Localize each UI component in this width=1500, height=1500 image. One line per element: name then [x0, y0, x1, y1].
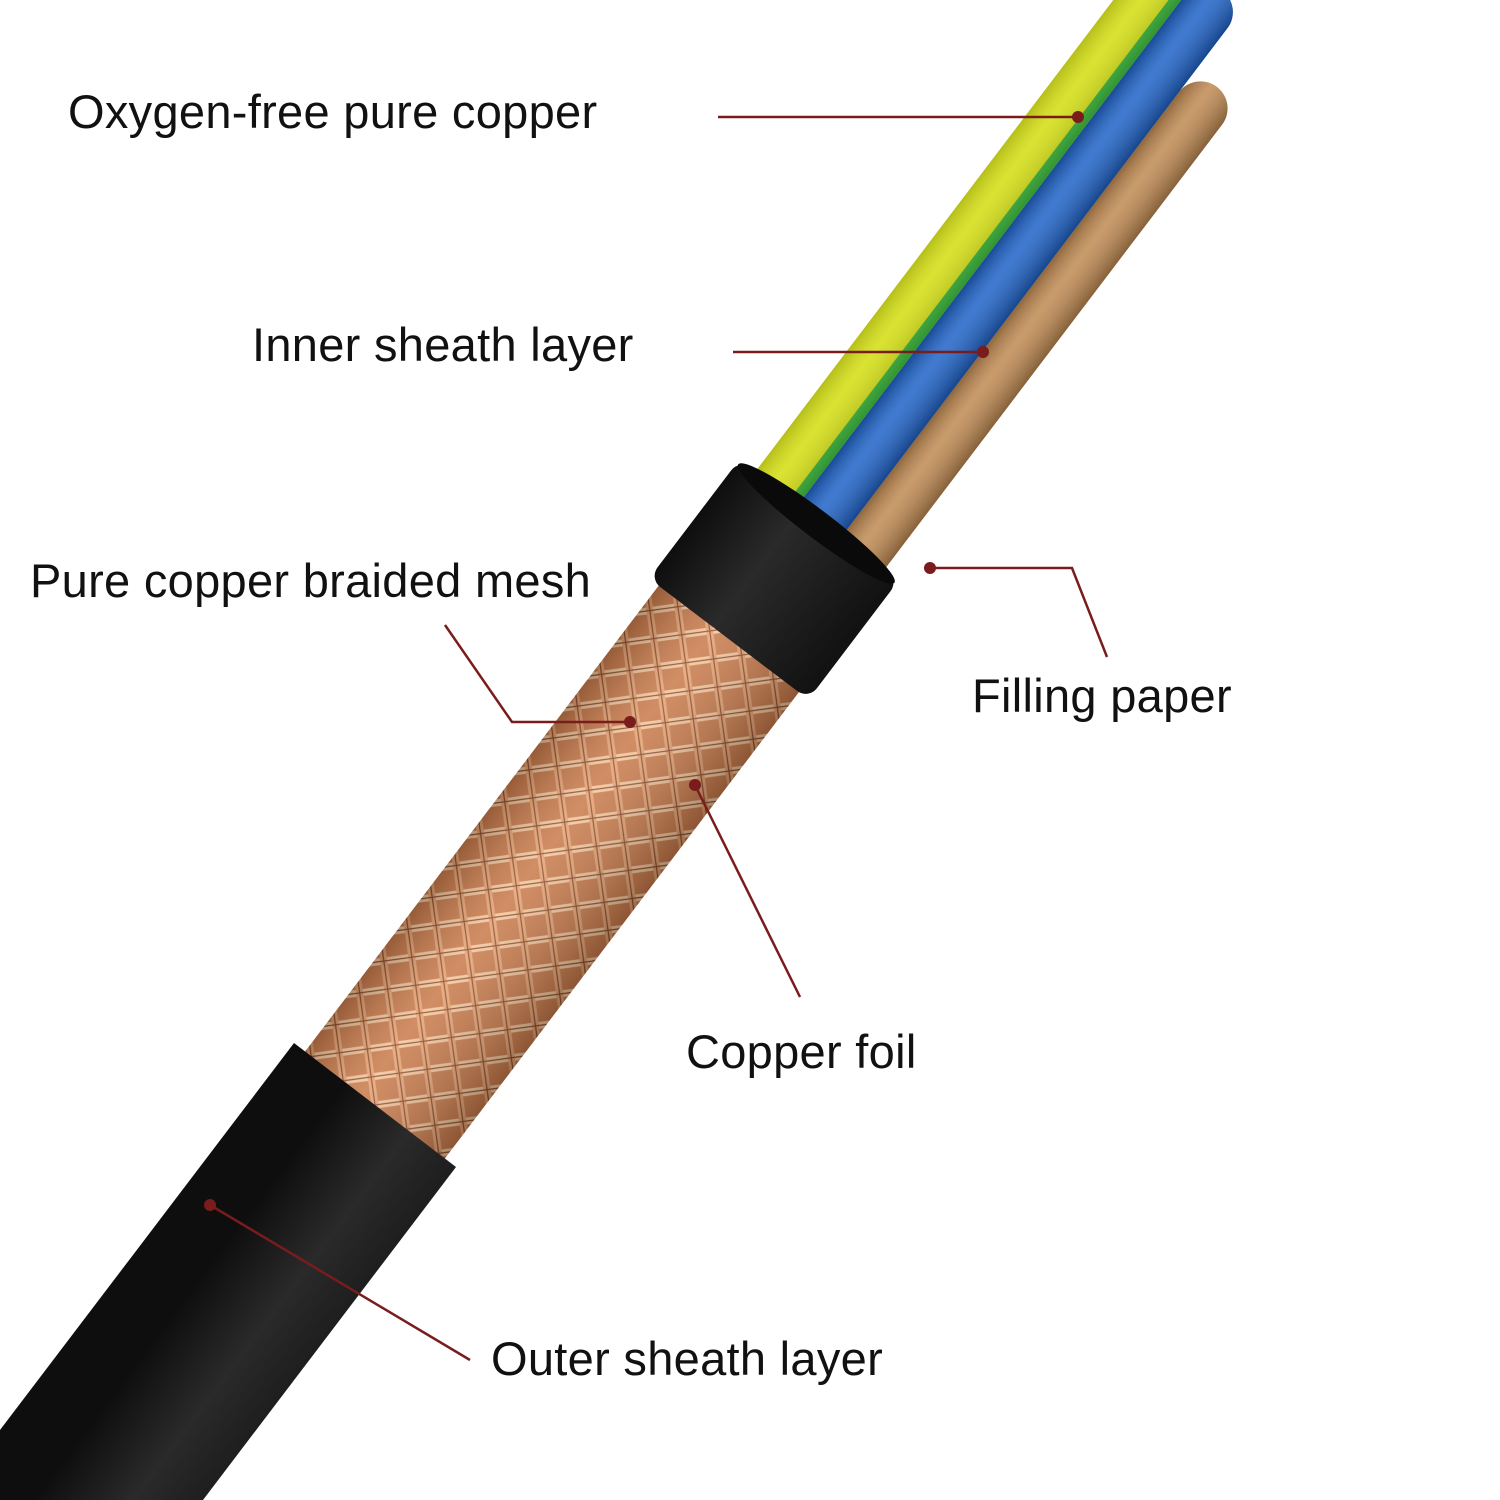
label-braided-mesh: Pure copper braided mesh [30, 554, 591, 607]
inner-sheath-sleeve [654, 463, 895, 694]
leader-outer-sheath [204, 1199, 471, 1362]
leader-inner-sheath [733, 346, 989, 358]
label-filling-paper: Filling paper [972, 669, 1232, 722]
leader-copper-foil [689, 779, 802, 998]
label-inner-sheath: Inner sheath layer [252, 318, 634, 371]
leader-oxygen-free-copper [718, 111, 1084, 123]
label-copper-foil: Copper foil [686, 1025, 917, 1078]
label-oxygen-free-copper: Oxygen-free pure copper [68, 85, 597, 138]
leader-braided-mesh [443, 624, 636, 728]
wire-neutral [795, 81, 1228, 634]
outer-sheath [0, 1043, 456, 1500]
label-outer-sheath: Outer sheath layer [491, 1332, 883, 1385]
wire-earth [709, 0, 1201, 580]
braided-mesh [298, 565, 814, 1167]
wire-live [752, 0, 1233, 602]
leader-filling-paper [924, 562, 1109, 658]
